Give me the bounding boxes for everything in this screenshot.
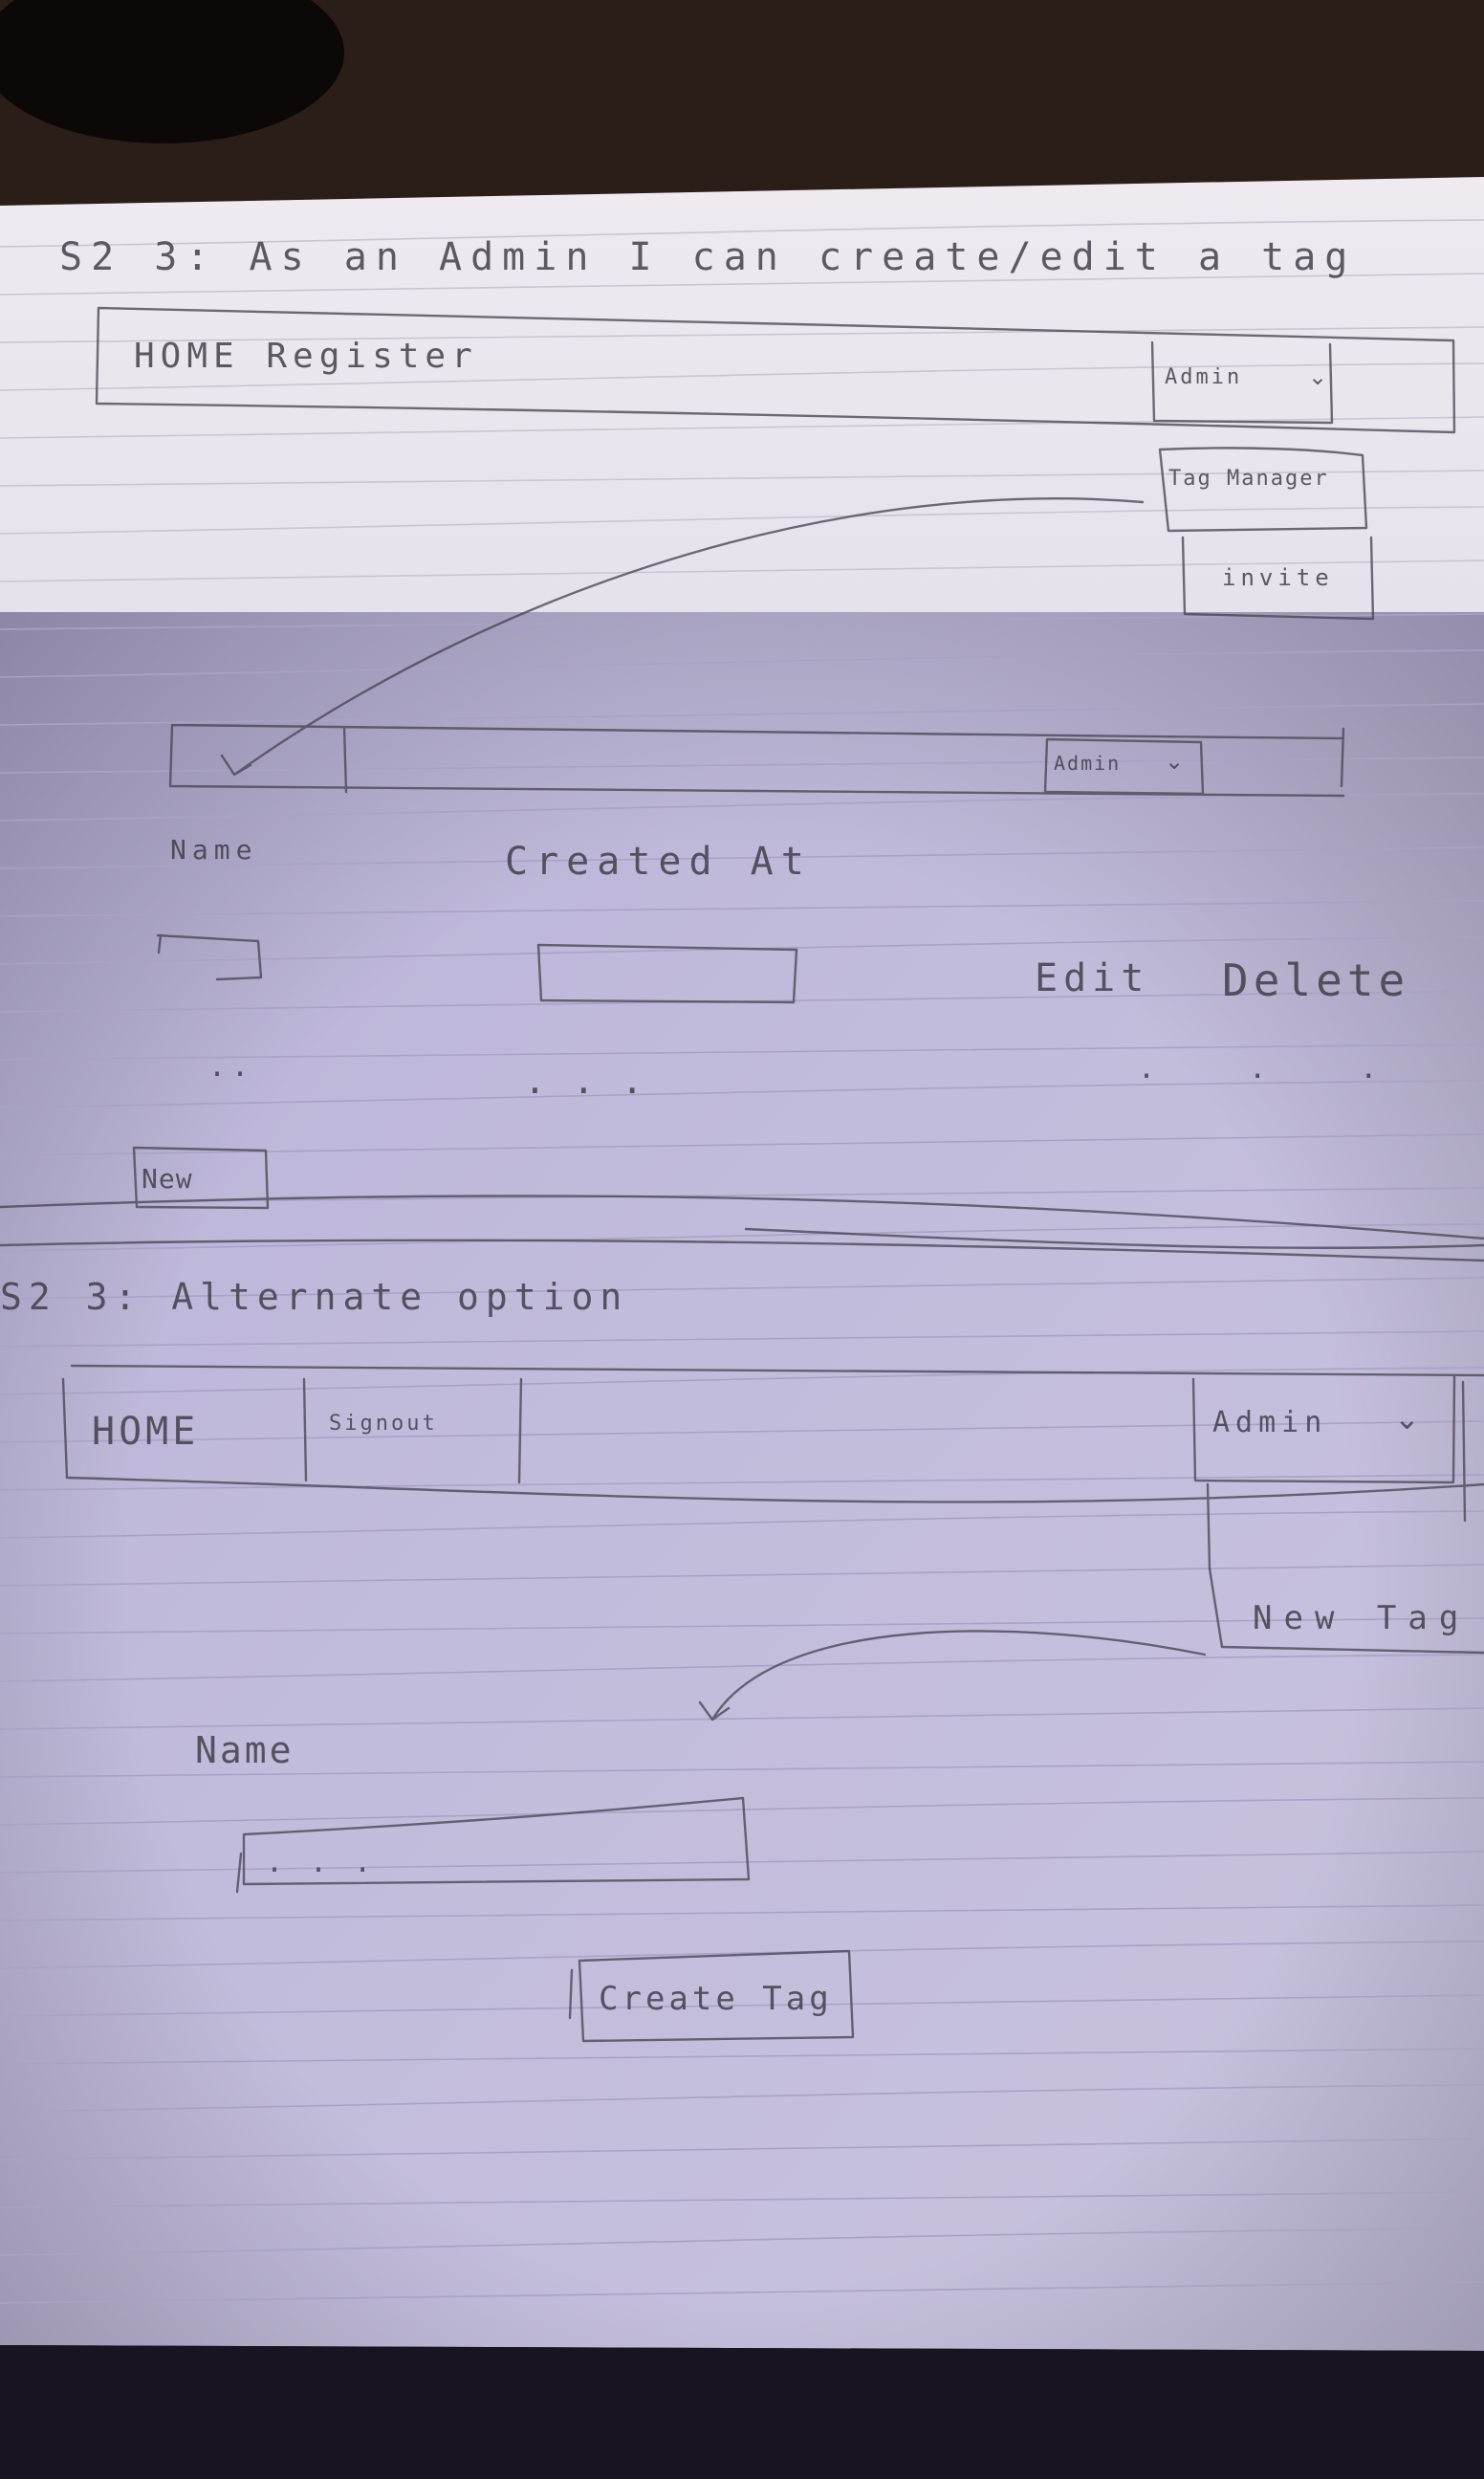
admin-menu-2[interactable]: Admin xyxy=(1054,752,1122,775)
ellipsis-row-name: .. xyxy=(208,1050,255,1084)
dark-object-shadow xyxy=(0,0,344,143)
new-button-outline xyxy=(132,1146,270,1210)
name-text-input[interactable]: ... xyxy=(266,1846,399,1879)
ellipsis-row-actions: . . . xyxy=(1138,1052,1416,1086)
navbar-outline-3 xyxy=(61,1364,1484,1503)
ruled-line xyxy=(0,219,1484,248)
admin-dropdown-outline-2 xyxy=(1043,737,1205,796)
delete-link[interactable]: Delete xyxy=(1222,954,1410,1006)
ruled-line xyxy=(0,1941,1484,1969)
flow-arrow xyxy=(220,497,1145,777)
ruled-line xyxy=(0,362,1484,391)
chevron-down-icon-3: ⌄ xyxy=(1394,1400,1420,1437)
menu-item-invite[interactable]: invite xyxy=(1222,564,1334,591)
sketch-1-title: S2 3: As an Admin I can create/edit a ta… xyxy=(59,235,1357,279)
ruled-line xyxy=(0,2084,1484,2113)
created-at-field-box xyxy=(536,943,798,1004)
create-tag-button[interactable]: Create Tag xyxy=(599,1980,833,2018)
admin-menu[interactable]: Admin xyxy=(1165,365,1243,389)
section-divider xyxy=(0,1195,1484,1262)
edit-link[interactable]: Edit xyxy=(1035,956,1150,1000)
ruled-line xyxy=(0,1367,1484,1395)
tag-manager-item-outline xyxy=(1158,447,1368,533)
ruled-line xyxy=(0,649,1484,678)
sketch-2-title: S2 3: Alternate option xyxy=(0,1276,629,1318)
new-button[interactable]: New xyxy=(142,1163,193,1195)
ruled-line xyxy=(0,793,1484,822)
invite-item-outline xyxy=(1181,536,1375,621)
column-created-at: Created At xyxy=(505,840,812,884)
name-label: Name xyxy=(195,1729,295,1771)
ruled-line xyxy=(0,1510,1484,1539)
ruled-line xyxy=(0,2227,1484,2256)
nav-signout[interactable]: Signout xyxy=(329,1412,438,1436)
name-text-input-outline xyxy=(235,1796,751,1894)
ruled-line xyxy=(0,506,1484,535)
chevron-down-icon: ⌄ xyxy=(1308,363,1328,390)
nav-home-register: HOME Register xyxy=(134,337,478,376)
nav-home[interactable]: HOME xyxy=(92,1410,200,1454)
admin-menu-3[interactable]: Admin xyxy=(1212,1406,1328,1439)
admin-dropdown-outline xyxy=(1150,340,1334,425)
ruled-line xyxy=(0,1080,1484,1108)
admin-dropdown-outline-3 xyxy=(1191,1375,1467,1523)
chevron-down-icon-2: ⌄ xyxy=(1165,748,1185,775)
column-name: Name xyxy=(170,834,258,866)
create-tag-button-outline xyxy=(568,1949,855,2043)
menu-item-tag-manager[interactable]: Tag Manager xyxy=(1168,467,1329,491)
dropdown-panel-outline xyxy=(1206,1482,1484,1655)
name-field-box xyxy=(156,933,263,981)
ruled-line xyxy=(0,1654,1484,1682)
ellipsis-row-date: ... xyxy=(524,1060,670,1102)
paper-top-section xyxy=(0,177,1484,612)
navbar-outline-2 xyxy=(168,723,1345,798)
menu-item-new-tag[interactable]: New Tag xyxy=(1253,1599,1471,1637)
ruled-line xyxy=(0,1797,1484,1826)
navbar-outline xyxy=(95,306,1456,434)
ruled-line xyxy=(0,1223,1484,1252)
flow-arrow-2 xyxy=(698,1630,1207,1722)
